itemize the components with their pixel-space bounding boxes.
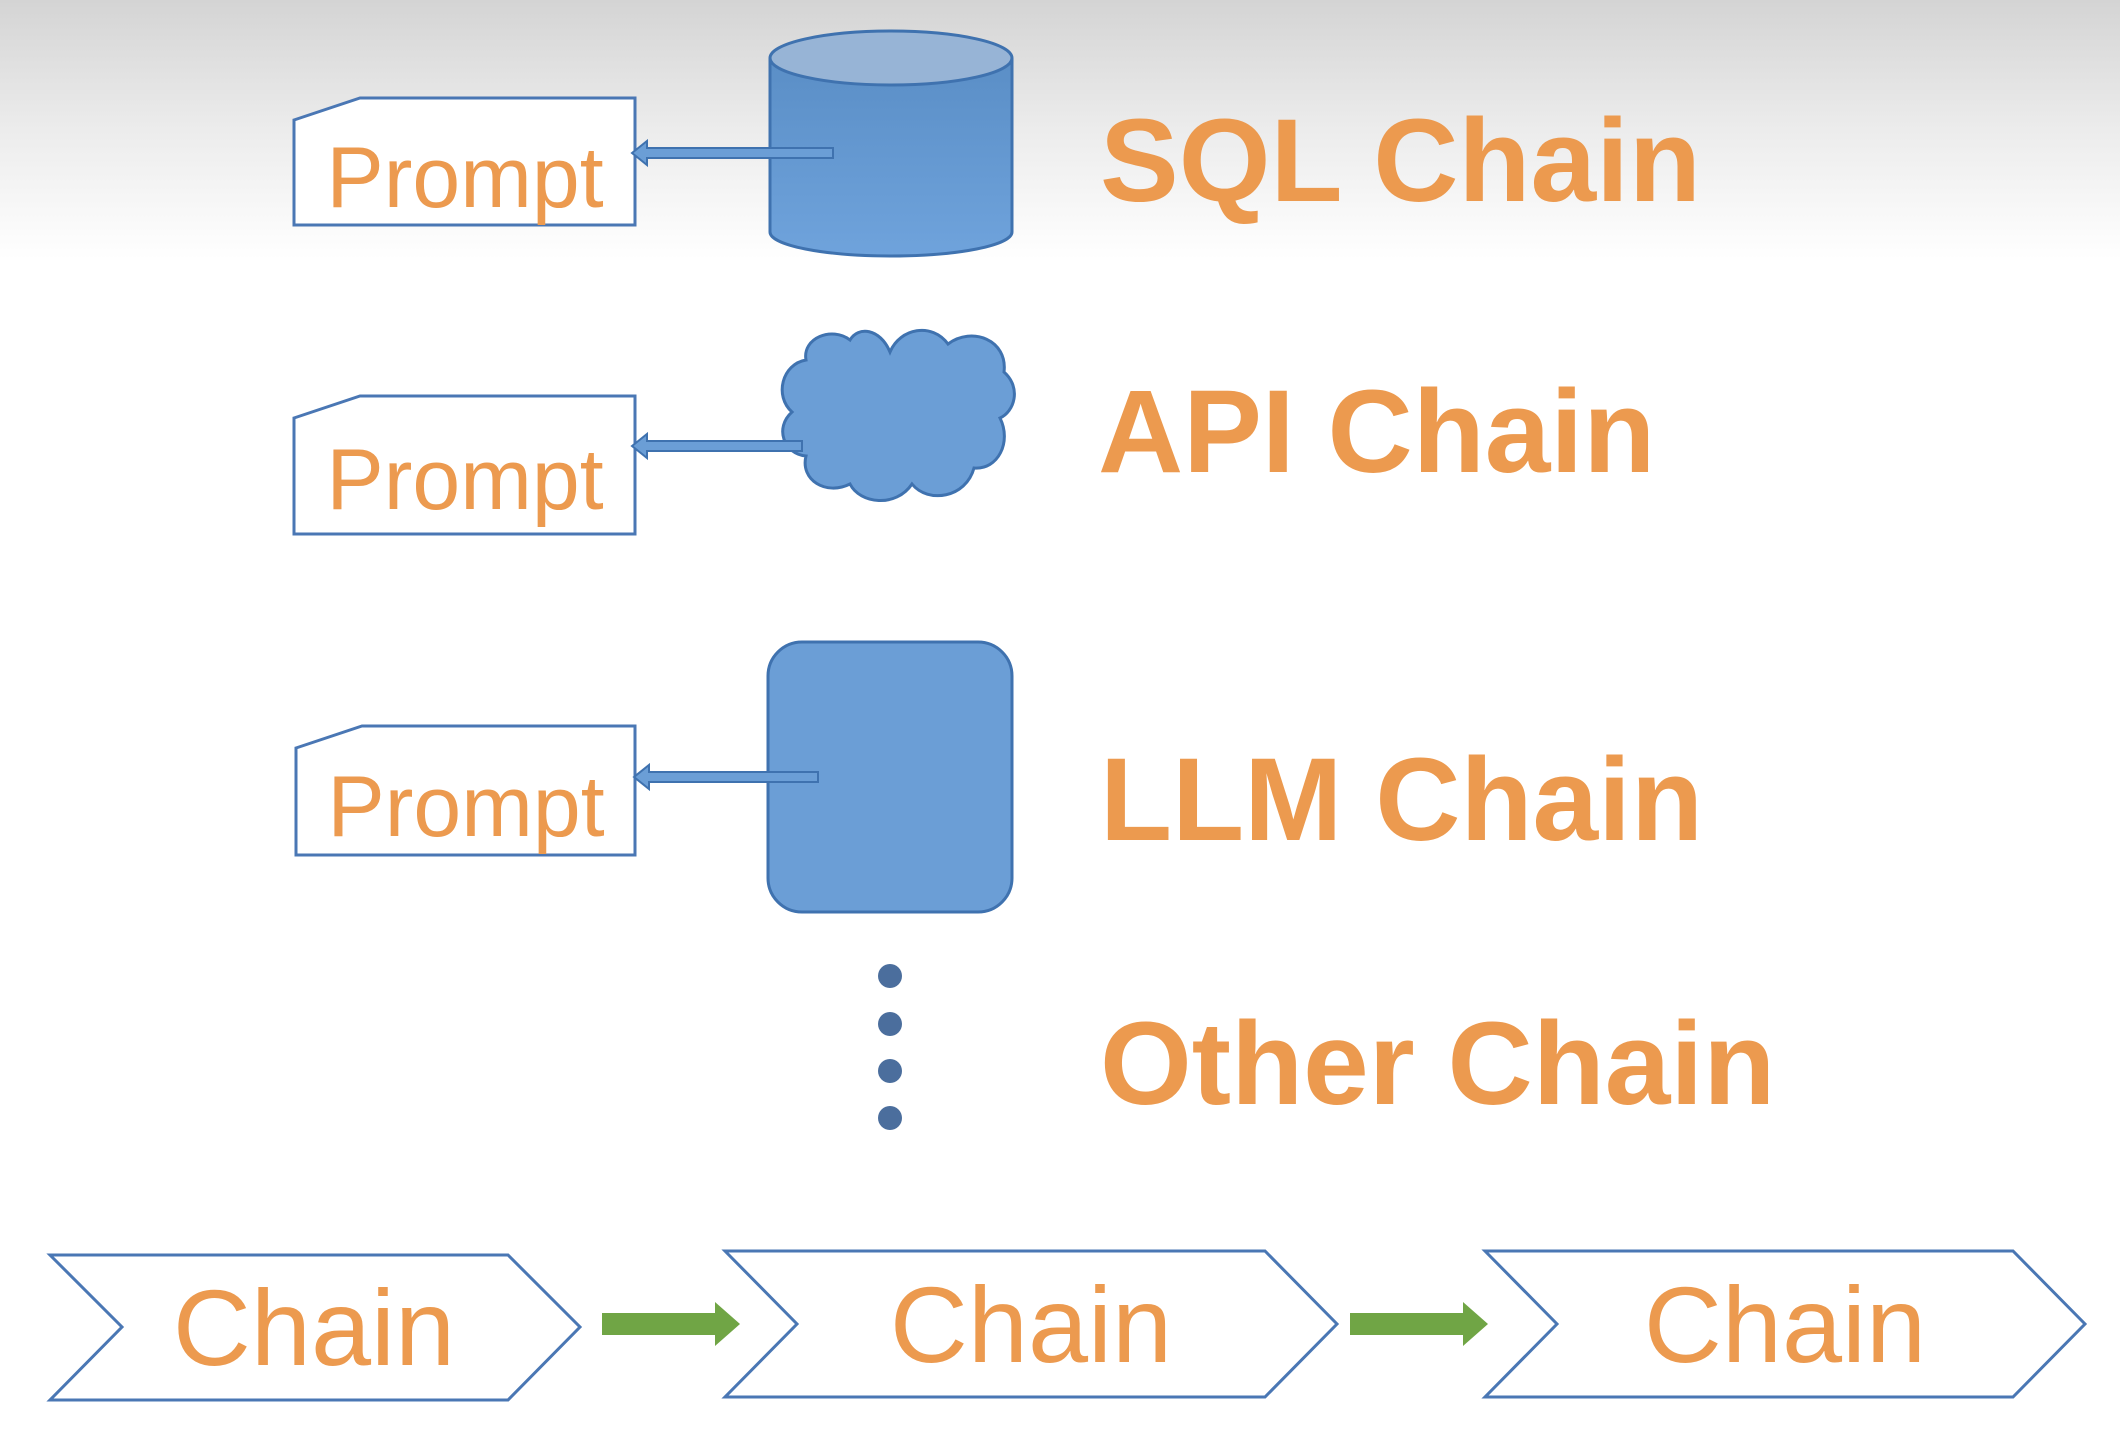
flow-step-3: Chain — [1481, 1249, 2088, 1399]
right-arrow-icon — [602, 1302, 740, 1346]
flow-step-1: Chain — [46, 1253, 583, 1402]
flow-step-label: Chain — [890, 1264, 1172, 1385]
prompt-box-llm: Prompt — [294, 724, 637, 857]
api-chain-label: API Chain — [1098, 366, 1655, 498]
llm-chain-label: LLM Chain — [1100, 734, 1703, 866]
arrow-to-prompt-llm — [632, 762, 819, 792]
cloud-icon — [780, 328, 1016, 502]
other-chain-label: Other Chain — [1100, 998, 1775, 1130]
prompt-label: Prompt — [326, 432, 603, 528]
flow-step-label: Chain — [173, 1267, 455, 1388]
vertical-ellipsis-icon — [878, 964, 902, 1130]
flow-step-2: Chain — [721, 1249, 1340, 1399]
prompt-label: Prompt — [327, 759, 604, 855]
prompt-label: Prompt — [326, 130, 603, 226]
sql-chain-label: SQL Chain — [1100, 95, 1701, 227]
prompt-box-api: Prompt — [292, 394, 637, 536]
arrow-to-prompt-api — [630, 431, 803, 461]
flow-step-label: Chain — [1644, 1264, 1926, 1385]
right-arrow-icon — [1350, 1302, 1488, 1346]
database-cylinder-icon — [768, 29, 1014, 258]
arrow-to-prompt-sql — [630, 138, 834, 168]
prompt-box-sql: Prompt — [292, 96, 637, 227]
